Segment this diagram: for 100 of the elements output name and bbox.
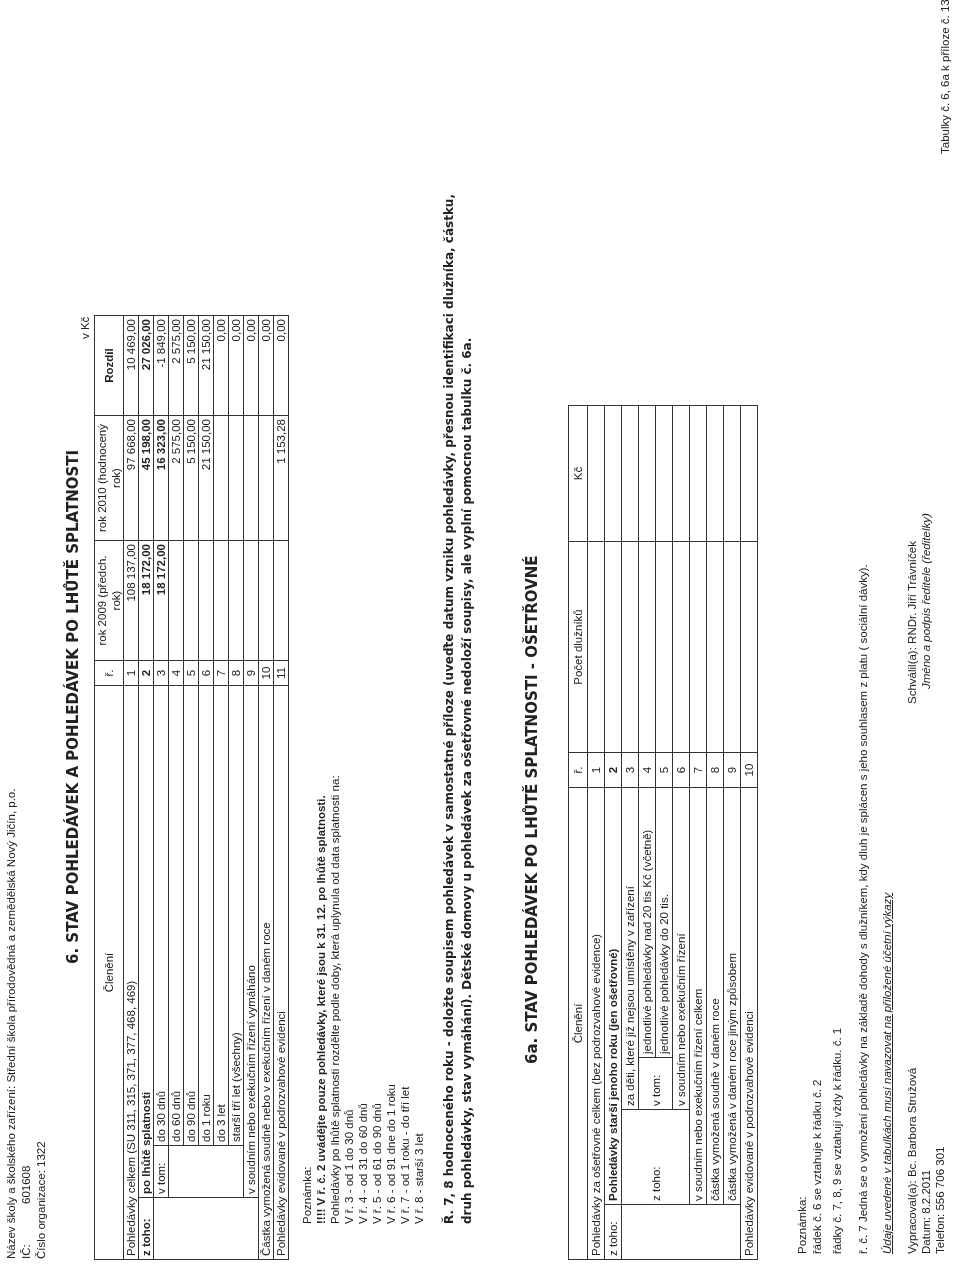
note-text: V ř. 8 - starší 3 let <box>412 1133 426 1224</box>
row-label: z toho: <box>604 1204 622 1260</box>
row-number: 3 <box>153 660 169 686</box>
amount-value: 18 172,00 <box>138 540 154 661</box>
row-number: 5 <box>183 660 199 686</box>
note-text: V ř. 6 - od 91 dne do 1 roku <box>384 1084 398 1224</box>
row-label: jednotlivé pohledávky nad 20 tis Kč (včetně) <box>638 787 656 1058</box>
organization-number: Číslo organizace: 1322 <box>34 1141 48 1259</box>
note-heading: Poznámka: <box>300 1166 314 1224</box>
row-label: do 30 dnů <box>153 685 169 1146</box>
column-header: Kč <box>568 405 588 542</box>
note-text: řádek č. 6 se vztahuje k řádku č. 2 <box>810 1079 824 1254</box>
amount-value: 0,00 <box>243 315 259 416</box>
row-label: v soudním nebo exekučním řízení vymáháno <box>243 685 259 1198</box>
row-number: 8 <box>228 660 244 686</box>
row-label: Pohledávky evidované v podrozvahové evidenci <box>740 787 758 1260</box>
row-label: Pohledávky za ošetřovné celkem (bez podrozvahové evidence) <box>587 787 605 1260</box>
amount-value: 27 026,00 <box>138 315 154 416</box>
row-number: 1 <box>587 752 605 788</box>
column-header: ř. <box>568 752 588 788</box>
row-label: částka vymožená soudně v daném roce <box>706 787 724 1205</box>
row-number: 2 <box>138 660 154 686</box>
amount-value: 2 575,00 <box>168 315 184 416</box>
note-text: !!!! V ř. č. 2 uvádějte pouze pohledávky, které jsou k 31. 12. po lhůtě splatnosti. <box>314 795 328 1224</box>
column-header: rok 2010 (hodnocený rok) <box>94 415 124 541</box>
amount-value: 0,00 <box>273 315 289 416</box>
currency-note: v Kč <box>78 316 92 339</box>
row-label: v soudním nebo exekučním řízení <box>672 787 690 1110</box>
id-label: IČ: <box>19 1244 33 1259</box>
note-text: V ř. 4 - od 31 do 60 dnů <box>356 1103 370 1224</box>
note-text: V ř. 5 - od 61 do 90 dnů <box>370 1103 384 1224</box>
row-number: 5 <box>655 752 673 788</box>
phone-number: Telefon: 556 706 301 <box>933 1146 947 1254</box>
row-label: do 60 dnů <box>168 685 184 1146</box>
note-text: V ř. 3 - od 1 do 30 dnů <box>342 1109 356 1224</box>
row-label: Pohledávky starší jenoho roku (jen ošetřovné) <box>604 787 622 1205</box>
row-label: Pohledávky celkem (SU 311, 315, 371, 377, 468, 469) <box>123 685 139 1260</box>
row-label: z toho: <box>138 1197 154 1260</box>
row-number: 7 <box>213 660 229 686</box>
amount-value: 10 469,00 <box>123 315 139 416</box>
row-label: za děti, které již nejsou umístěny v zařízení <box>621 787 639 1110</box>
column-header: Počet dlužníků <box>568 541 588 753</box>
note-text: řádky č. 7, 8, 9 se vztahují vždy k řádku. č. 1 <box>830 1027 844 1254</box>
row-label: z toho: <box>621 1109 690 1205</box>
amount-value: 0,00 <box>228 315 244 416</box>
row-number: 10 <box>258 660 274 686</box>
note-paragraph: Ř. 7, 8 hodnoceného roku - doložte soupisem pohledávek v samostatné příloze (uveďte datum vzniku pohledávky, přesnou identifikaci dlužníka, částku, druh pohledávky, stav vymáhání). Dětské domovy u pohledávek za ošetřovné nedoloží soupisy, ale vyplní pomocnou tabulku č. 6a. <box>440 193 475 1224</box>
page-reference: Tabulky č. 6, 6a k příloze č. 13 <box>938 0 952 154</box>
amount-value: 1 153,28 <box>273 415 289 541</box>
note-text: Pohledávky po lhůtě splatnosti rozdělte podle doby, která uplynula od data splatnosti na: <box>328 775 342 1224</box>
row-label: jednotlivé pohledávky do 20 tis. <box>655 787 673 1058</box>
date-text: Datum: 8.2.2011 <box>919 1169 933 1254</box>
id-number: 601608 <box>19 1165 33 1204</box>
row-number: 6 <box>198 660 214 686</box>
amount-value: 0,00 <box>258 315 274 416</box>
note-text: V ř. 7 - od 1 roku - do tří let <box>398 1086 412 1224</box>
row-label: Částka vymožená soudně nebo v exekučním řízení v daném roce <box>258 685 274 1260</box>
row-label: po lhůtě splatnosti <box>138 685 154 1198</box>
signature-caption: Jméno a podpis ředitele (ředitelky) <box>919 513 933 689</box>
row-number: 7 <box>689 752 707 788</box>
row-number: 9 <box>723 752 741 788</box>
row-label: v tom: <box>638 1057 673 1110</box>
row-number: 4 <box>168 660 184 686</box>
row-number: 3 <box>621 752 639 788</box>
column-header: Rozdíl <box>94 315 124 416</box>
amount-value: 108 137,00 <box>123 540 139 661</box>
column-header: Členění <box>568 787 588 1260</box>
row-label: starší tří let (všechny) <box>228 685 244 1146</box>
row-number: 10 <box>740 752 758 788</box>
amount-value: -1 849,00 <box>153 315 169 416</box>
amount-value: 21 150,00 <box>198 315 214 416</box>
amount-value: 45 198,00 <box>138 415 154 541</box>
row-number: 11 <box>273 660 289 686</box>
school-name: Název školy a školského zařízení: Střední škola přírodovědná a zemědělská Nový Jičín, p.o. <box>4 788 18 1259</box>
row-label: částka vymožená v daném roce jiným způsobem <box>723 787 741 1205</box>
approved-by: Schválil(a): RNDr. Jiří Trávníček <box>905 541 919 704</box>
column-header: rok 2009 (předch. rok) <box>94 540 124 661</box>
row-number: 2 <box>604 752 622 788</box>
row-number: 8 <box>706 752 724 788</box>
row-label: Pohledávky evidované v podrozvahové evidenci <box>273 685 289 1260</box>
note-text: Údaje uvedené v tabulkách musí navazovat na přiložené účetní výkazy <box>880 892 894 1254</box>
note-text: ř. č. 7 Jedná se o vymožení pohledávky na základě dohody s dlužníkem, kdy dluh je splácen s jeho souhlasem z platu ( sociální dávky). <box>856 564 870 1254</box>
amount-value: 5 150,00 <box>183 415 199 541</box>
row-label: v tom: <box>153 1145 169 1198</box>
amount-value: 21 150,00 <box>198 415 214 541</box>
amount-value: 16 323,00 <box>153 415 169 541</box>
amount-value: 18 172,00 <box>153 540 169 661</box>
column-header: ř. <box>94 660 124 686</box>
row-number: 4 <box>638 752 656 788</box>
row-number: 6 <box>672 752 690 788</box>
row-label: do 90 dnů <box>183 685 199 1146</box>
row-number: 9 <box>243 660 259 686</box>
column-header: Členění <box>94 685 124 1260</box>
amount-value: 97 668,00 <box>123 415 139 541</box>
row-label: do 3 let <box>213 685 229 1146</box>
row-number: 1 <box>123 660 139 686</box>
note-heading: Poznámka: <box>795 1196 809 1254</box>
prepared-by: Vypracoval(a): Bc. Barbora Stružová <box>905 1067 919 1254</box>
amount-value: 2 575,00 <box>168 415 184 541</box>
row-label: do 1 roku <box>198 685 214 1146</box>
